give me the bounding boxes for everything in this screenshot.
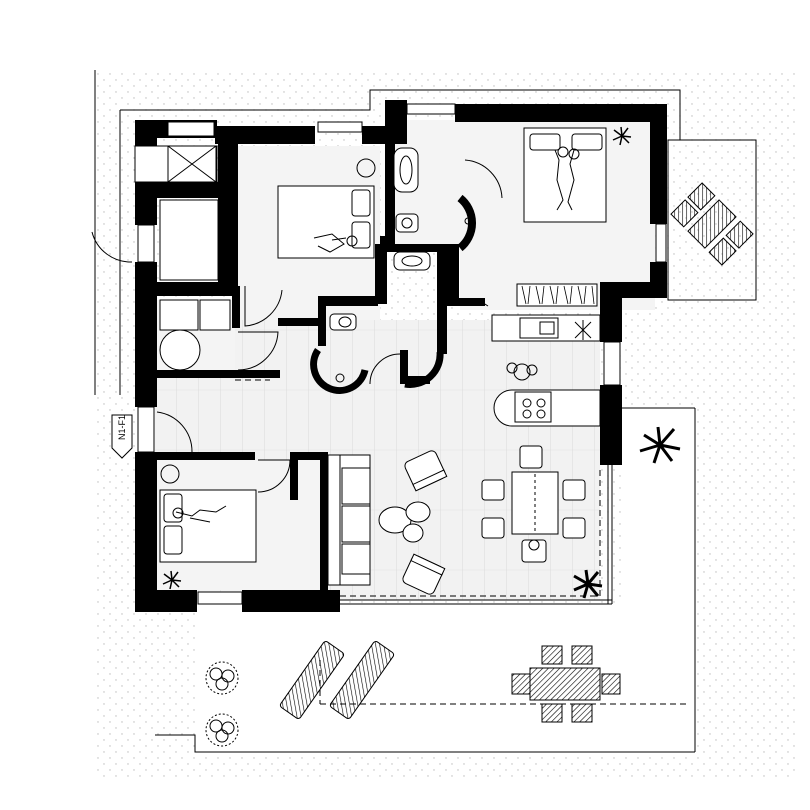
- kitchen-counter: [491, 314, 601, 427]
- terrace-furniture: [279, 641, 621, 723]
- dining-set: [481, 445, 586, 563]
- site-boundary: [94, 70, 695, 753]
- interior-walls: [155, 138, 485, 592]
- plants: [162, 126, 681, 747]
- shower-curves: [310, 194, 476, 394]
- glass-facade: [340, 407, 696, 752]
- bedroom3-bed: [159, 464, 257, 563]
- lounge: [378, 450, 448, 595]
- entrance-marker: N1-F1: [111, 414, 133, 459]
- entrance-label: N1-F1: [117, 415, 127, 440]
- sofa: [327, 454, 371, 586]
- master-bed: [523, 127, 607, 223]
- balcony-set: [667, 139, 757, 301]
- windows: [137, 103, 667, 605]
- exterior-walls: [135, 100, 667, 612]
- wardrobe: [516, 283, 598, 307]
- door-swings: [91, 159, 503, 493]
- bedroom2-bed: [277, 158, 376, 259]
- utility-room: [134, 145, 219, 281]
- bathroom-fixtures: [159, 147, 472, 383]
